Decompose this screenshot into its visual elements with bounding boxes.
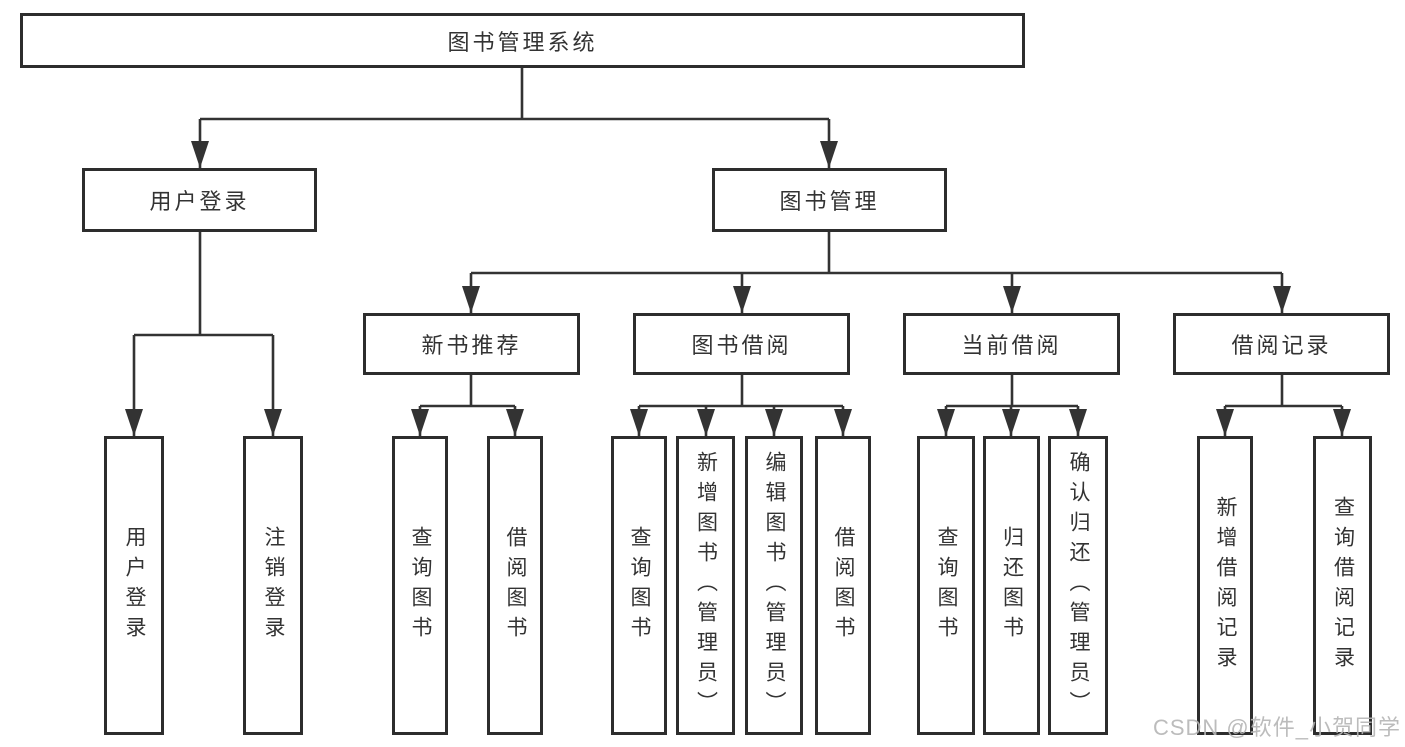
leaf-label: 查询图书 (935, 525, 958, 646)
node-library-management-system: 图书管理系统 (20, 13, 1025, 68)
node-label: 图书管理系统 (447, 29, 598, 55)
node-label: 图书管理 (779, 189, 880, 214)
leaf-label: 确认归还（管理员） (1067, 450, 1090, 721)
leaf-query-books-borrowing: 查询图书 (611, 436, 667, 735)
node-label: 借阅记录 (1231, 333, 1332, 358)
leaf-label: 借阅图书 (504, 525, 527, 646)
leaf-edit-books-admin: 编辑图书（管理员） (745, 436, 803, 735)
leaf-query-borrow-record: 查询借阅记录 (1313, 436, 1372, 735)
leaf-query-books-current: 查询图书 (917, 436, 975, 735)
node-current-borrowing: 当前借阅 (903, 313, 1120, 375)
leaf-return-books: 归还图书 (983, 436, 1040, 735)
leaf-confirm-return-admin: 确认归还（管理员） (1048, 436, 1108, 735)
leaf-user-login: 用户登录 (104, 436, 164, 735)
leaf-add-books-admin: 新增图书（管理员） (676, 436, 735, 735)
node-borrowing-records: 借阅记录 (1173, 313, 1390, 375)
leaf-label: 查询图书 (628, 525, 651, 646)
csdn-watermark: CSDN @软件_小贺同学 (1152, 715, 1401, 740)
node-user-login: 用户登录 (82, 168, 317, 232)
node-label: 图书借阅 (691, 333, 792, 358)
tree-arrow-lines (125, 119, 1351, 436)
node-label: 当前借阅 (961, 333, 1062, 358)
leaf-borrow-books: 借阅图书 (815, 436, 871, 735)
leaf-add-borrow-record: 新增借阅记录 (1197, 436, 1253, 735)
leaf-label: 查询借阅记录 (1331, 495, 1355, 676)
leaf-label: 用户登录 (123, 525, 146, 646)
leaf-label: 编辑图书（管理员） (763, 450, 786, 721)
leaf-label: 借阅图书 (832, 525, 855, 646)
node-label: 用户登录 (149, 189, 250, 214)
node-new-book-recommendation: 新书推荐 (363, 313, 580, 375)
leaf-logout: 注销登录 (243, 436, 303, 735)
leaf-label: 归还图书 (1000, 525, 1024, 646)
leaf-borrow-books-recommend: 借阅图书 (487, 436, 543, 735)
node-book-borrowing: 图书借阅 (633, 313, 850, 375)
node-label: 新书推荐 (421, 333, 522, 358)
leaf-label: 注销登录 (262, 525, 285, 646)
leaf-label: 新增借阅记录 (1214, 495, 1237, 676)
node-book-management: 图书管理 (712, 168, 947, 232)
leaf-query-books-recommend: 查询图书 (392, 436, 448, 735)
leaf-label: 新增图书（管理员） (694, 450, 718, 721)
leaf-label: 查询图书 (409, 525, 432, 646)
